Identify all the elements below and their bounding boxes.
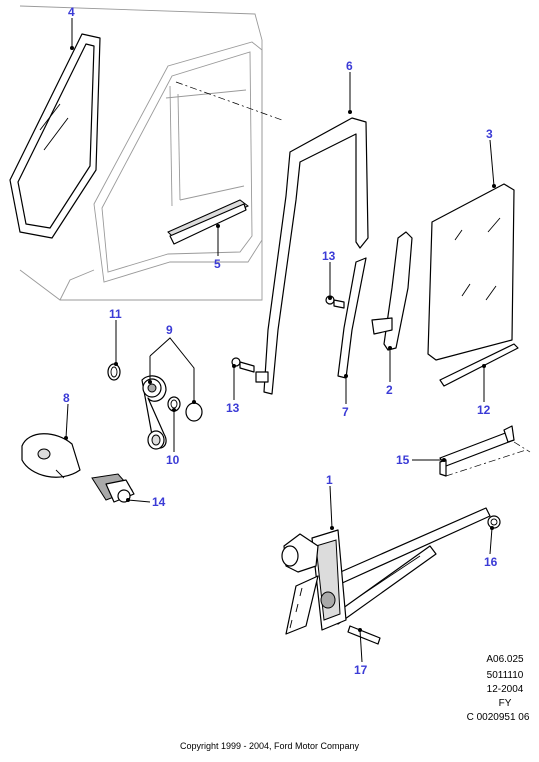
callout-labels: 4 6 3 5 13 11 9 13 7 2 12 8 10 14 15 1 1… (63, 5, 498, 677)
part-12-glass-channel (439, 343, 519, 387)
info-line-5: C 0020951 06 (467, 712, 530, 723)
part-1-regulator (281, 507, 491, 645)
info-line-1: A06.025 (486, 654, 524, 665)
callout-9: 9 (166, 323, 173, 337)
part-13-clip-left (231, 357, 269, 383)
copyright-notice: Copyright 1999 - 2004, Ford Motor Compan… (179, 741, 360, 751)
callout-16: 16 (484, 555, 498, 569)
info-line-4: FY (499, 698, 512, 709)
part-8-trim-cover (21, 433, 81, 479)
part-6-glass-run-channel (263, 117, 369, 395)
part-7-channel-strip (337, 257, 367, 379)
part-4-quarter-glass (9, 33, 101, 239)
callout-17: 17 (354, 663, 368, 677)
callout-13-left: 13 (226, 401, 240, 415)
info-line-3: 12-2004 (487, 684, 524, 695)
part-5-belt-moulding (167, 199, 249, 245)
leader-dots (64, 46, 496, 632)
part-16-nut (487, 515, 501, 529)
part-3-door-glass (427, 183, 515, 361)
callout-14: 14 (152, 495, 166, 509)
callout-3: 3 (486, 127, 493, 141)
part-15-bracket (439, 425, 531, 477)
callout-15: 15 (396, 453, 410, 467)
part-9-window-handle (141, 375, 203, 450)
callout-11: 11 (109, 307, 122, 321)
info-block: A06.025 5011110 12-2004 FY C 0020951 06 (467, 654, 530, 723)
callout-10: 10 (166, 453, 180, 467)
leader-lines (65, 18, 495, 663)
part-10-clip (167, 396, 181, 412)
callout-13-right: 13 (322, 249, 336, 263)
callout-4: 4 (68, 5, 75, 19)
callout-2: 2 (386, 383, 393, 397)
part-11-ring (107, 363, 121, 381)
part-2-rear-channel (371, 231, 413, 351)
callout-1: 1 (326, 473, 333, 487)
callout-8: 8 (63, 391, 70, 405)
vehicle-door-opening (19, 5, 283, 301)
callout-12: 12 (477, 403, 491, 417)
part-14-switch (91, 473, 135, 503)
callout-7: 7 (342, 405, 349, 419)
callout-5: 5 (214, 257, 221, 271)
info-line-2: 5011110 (487, 670, 524, 681)
callout-6: 6 (346, 59, 353, 73)
